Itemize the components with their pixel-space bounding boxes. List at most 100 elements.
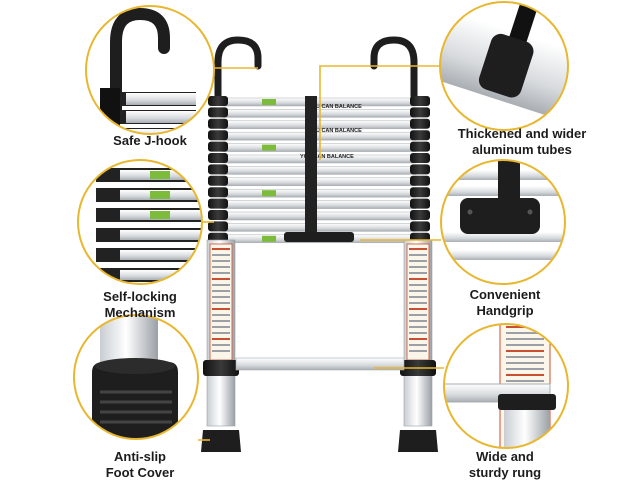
sticker-line [409,314,427,316]
label-locking: Self-locking Mechanism [103,289,177,320]
label-foot: Anti-slip Foot Cover [105,449,175,480]
rung-sticker [262,99,276,105]
sticker-line [409,332,427,334]
sticker-line [409,266,427,268]
sticker-line [409,308,427,310]
left-collar [208,107,228,118]
sticker-line [409,254,427,256]
sticker-line [506,344,544,346]
handgrip [284,232,354,242]
left-collar [208,198,228,209]
sticker-line [212,290,230,292]
sticker-line [409,338,427,340]
sticker-line [409,350,427,352]
rung [221,143,417,152]
sticker-line [212,308,230,310]
sticker-line [506,362,544,364]
sticker-line [212,302,230,304]
rung [221,177,417,187]
sticker-line [212,314,230,316]
sticker-line [212,248,230,250]
sticker-line [212,344,230,346]
rung-detail [443,323,569,449]
sticker-line [212,338,230,340]
left-lower-collar [203,360,239,376]
left-warning-sticker [209,243,233,361]
callout-lines [198,65,444,441]
sticker-line [212,260,230,262]
sticker-line [506,374,544,376]
sticker-line [506,368,544,370]
sticker-line [212,284,230,286]
left-collar [208,210,228,220]
left-collar [208,175,228,186]
collapsed-rungs [221,97,417,244]
sticker-line [409,278,427,280]
sticker-line [506,338,544,340]
rung [221,211,417,221]
rung [221,188,417,198]
right-collar [410,96,430,106]
rung-sticker [262,144,276,151]
sticker-line [506,350,544,352]
left-collar [208,187,228,198]
left-collar [208,221,228,232]
sticker-line [506,356,544,358]
right-j-hook [370,36,418,100]
right-collar [410,187,430,198]
left-foot-cover [201,430,241,452]
right-collar [410,210,430,220]
sticker-line [409,302,427,304]
lock-rung [120,250,202,260]
lock-sticker [150,211,170,219]
right-foot-cover [398,430,438,452]
left-collar [208,96,228,106]
sticker-line [212,254,230,256]
left-collar [208,153,228,163]
sticker-line [409,320,427,322]
label-handgrip: Convenient Handgrip [469,287,541,318]
sticker-line [409,290,427,292]
right-collar [410,118,430,129]
sticker-line [212,296,230,298]
locking-collars [208,96,430,243]
sticker-line [212,350,230,352]
label-j-hook: Safe J-hook [113,133,187,148]
left-collar [208,130,228,141]
left-collar [208,141,228,152]
sticker-line [212,278,230,280]
sticker-line [212,272,230,274]
bottom-rung [235,357,405,371]
rung [221,109,417,118]
right-collar [410,107,430,118]
label-tubes: Thickened and wider aluminum tubes [457,126,587,157]
lock-sticker [150,171,170,179]
sticker-line [409,344,427,346]
telescopic-ladder: YOU CAN BALANCE YOU CAN BALANCE YOU CAN … [201,36,438,452]
ladder-rung-label-1: YOU CAN BALANCE [308,104,362,110]
right-collar [410,130,430,141]
carry-strap [305,96,317,236]
sticker-line [409,260,427,262]
sticker-line [212,326,230,328]
right-collar [410,141,430,152]
handgrip-detail [440,159,566,285]
sticker-line [506,332,544,334]
sticker-line [506,380,544,382]
left-collar [208,164,228,175]
sticker-line [409,272,427,274]
rung [221,223,417,232]
sticker-line [212,266,230,268]
right-collar [410,221,430,232]
tubes-leader-line [319,65,442,160]
rung-sticker [262,190,276,197]
tube-clamp-detail [439,1,569,131]
rung-sticker [262,235,276,242]
ladder-rung-label-2: YOU CAN BALANCE [308,128,362,134]
right-collar [410,198,430,209]
sticker-line [409,248,427,250]
j-hook-detail [85,5,215,135]
lock-sticker [150,191,170,199]
label-rung: Wide and sturdy rung [468,449,542,480]
